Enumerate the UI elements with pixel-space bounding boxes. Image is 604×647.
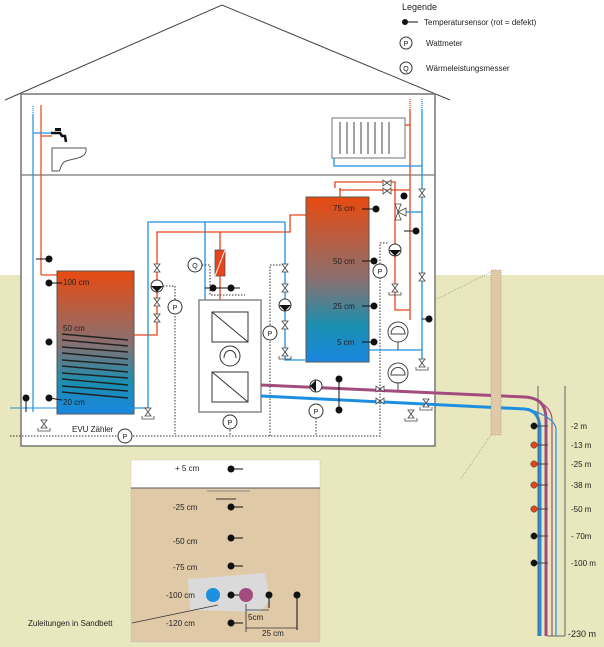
wattmeter-icon: P — [399, 36, 413, 50]
evu-meter-label: EVU Zähler — [72, 425, 114, 434]
borehole-sensor-defect — [530, 460, 538, 468]
ground-temperature-sensors — [227, 465, 301, 630]
sandbed-annotation: Zuleitungen in Sandbett — [28, 619, 113, 628]
buffer-pump-icon[interactable] — [388, 243, 402, 257]
buffer-temperature-sensors — [362, 205, 380, 346]
dhw-label-20: 20 cm — [63, 398, 85, 407]
legend-item-wattmeter: Wattmeter — [426, 39, 463, 48]
heating-pump-icon[interactable] — [278, 298, 292, 312]
heating-temperature-sensors — [400, 192, 433, 323]
svg-text:-25 cm: -25 cm — [173, 503, 198, 512]
svg-text:P: P — [123, 434, 128, 441]
brine-temperature-sensors — [335, 375, 343, 414]
wattmeter-brine-pump: P — [308, 403, 324, 419]
legend-item-sensor: Temperatursensor (rot = defekt) — [424, 18, 537, 27]
buffer-label-5: 5 cm — [337, 338, 355, 347]
annotation-pointer — [131, 604, 219, 624]
borehole-sensor-defect — [530, 481, 538, 489]
buffer-label-50: 50 cm — [333, 257, 355, 266]
wattmeters: P P P P P P — [117, 263, 388, 444]
borehole — [537, 386, 566, 637]
sink-icon — [51, 147, 87, 172]
borehole-sensor-defect — [530, 441, 538, 449]
legend-title: Legende — [402, 2, 437, 12]
borehole-sensor-ok — [530, 422, 538, 430]
borehole-depth-label: -13 m — [571, 441, 592, 450]
buffer-tank — [305, 196, 370, 363]
svg-text:-100 cm: -100 cm — [166, 591, 195, 600]
dhw-temperature-sensors — [22, 255, 63, 412]
heat-meter: Q — [187, 257, 203, 273]
svg-text:P: P — [404, 41, 409, 48]
brine-return-pipe-section — [206, 588, 220, 602]
svg-text:P: P — [228, 420, 233, 427]
svg-text:-50 cm: -50 cm — [173, 537, 198, 546]
borehole-sensors: -2 m -13 m -25 m -38 m -50 m - 70m -100 m — [530, 422, 596, 568]
svg-text:Q: Q — [192, 263, 198, 270]
brine-lines — [260, 383, 557, 636]
water-tap-icon — [51, 128, 68, 143]
wattmeter-buffer-pump: P — [372, 263, 388, 279]
legend-item-heatmeter: Wärmeleistungsmesser — [426, 64, 510, 73]
expansion-vessel-icon — [387, 362, 409, 390]
compressor-icon — [219, 345, 241, 367]
dhw-heating-coil — [61, 333, 129, 399]
expansion-vessel-icon — [387, 321, 409, 350]
svg-text:P: P — [173, 305, 178, 312]
borehole-sensor-ok — [530, 532, 538, 540]
tap-water-lines — [10, 105, 57, 412]
borehole-depth-label: - 70m — [571, 532, 592, 541]
dimension-lines — [245, 604, 297, 632]
dimension-25cm: 25 cm — [262, 629, 284, 638]
borehole-depth-label: -25 m — [571, 460, 592, 469]
dhw-label-50: 50 cm — [63, 324, 85, 333]
borehole-depth-label: -38 m — [571, 481, 592, 490]
dimension-5cm: 5cm — [248, 613, 263, 622]
borehole-depth-label: -100 m — [571, 559, 596, 568]
dhw-pump-icon[interactable] — [150, 279, 164, 293]
borehole-sensor-ok — [530, 559, 538, 567]
legend: Legende Temperatursensor (rot = defekt) … — [399, 2, 537, 75]
wattmeter-heat-pump: P — [222, 414, 238, 430]
heating-distribution — [333, 98, 423, 365]
svg-text:P: P — [378, 269, 383, 276]
brine-supply-pipe-section — [239, 588, 253, 602]
ground-detail-above — [130, 459, 321, 489]
radiator-fins — [339, 122, 390, 154]
svg-text:P: P — [268, 331, 273, 338]
hp-temperature-sensors — [205, 284, 240, 292]
borehole-sensor-defect — [530, 505, 538, 513]
svg-text:P: P — [314, 409, 319, 416]
ground-depth-labels: + 5 cm -25 cm -50 cm -75 cm -100 cm -120… — [166, 464, 200, 628]
dhw-label-100: 100 cm — [63, 278, 90, 287]
temperature-sensor-icon — [402, 19, 418, 25]
borehole-depth-label: -50 m — [571, 505, 592, 514]
borehole-depth-label: -2 m — [571, 422, 587, 431]
buffer-label-25: 25 cm — [333, 302, 355, 311]
borehole-bottom-label: -230 m — [568, 629, 596, 639]
three-way-valve-icon[interactable] — [394, 203, 407, 221]
wattmeter-dhw-pump: P — [167, 299, 183, 315]
svg-text:-120 cm: -120 cm — [166, 619, 195, 628]
brine-pump-icon[interactable] — [309, 379, 323, 393]
signal-line — [202, 264, 245, 296]
roof — [4, 4, 451, 101]
trench-section — [490, 269, 502, 436]
heat-meter-icon: Q — [399, 61, 413, 75]
wattmeter-evu: P — [117, 428, 133, 444]
wattmeter-heating-pump: P — [262, 325, 278, 341]
svg-text:+ 5 cm: + 5 cm — [175, 464, 200, 473]
svg-text:Q: Q — [403, 66, 409, 73]
buffer-label-75: 75 cm — [333, 204, 355, 213]
svg-text:-75 cm: -75 cm — [173, 563, 198, 572]
ground-detail-soil — [130, 487, 321, 643]
